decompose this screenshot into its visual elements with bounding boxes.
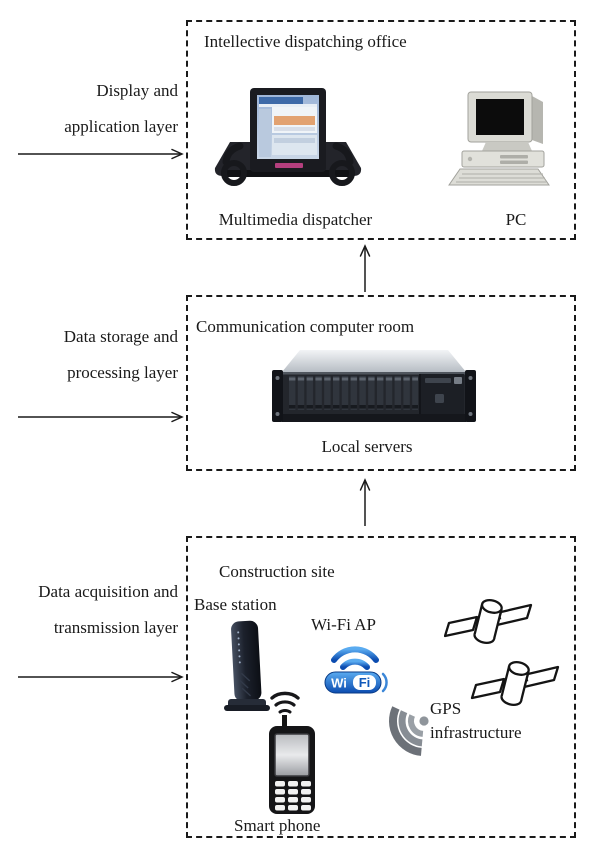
local-servers-icon bbox=[272, 350, 476, 422]
base-station-label: Base station bbox=[194, 595, 277, 614]
gps-satellites-icon bbox=[444, 597, 560, 708]
local-servers-label: Local servers bbox=[321, 437, 413, 456]
storage-layer-side-label: Data storage and processing layer bbox=[0, 319, 178, 391]
gps-label-line1: GPS bbox=[430, 699, 462, 718]
acquisition-layer-side-label-line2: transmission layer bbox=[53, 618, 178, 637]
pc-label: PC bbox=[505, 210, 527, 229]
wifi-logo-icon: Wi Fi bbox=[324, 646, 388, 694]
pc-icon bbox=[448, 91, 550, 186]
construction-site-title: Construction site bbox=[219, 562, 335, 581]
multimedia-dispatcher-icon bbox=[214, 88, 362, 186]
gps-signal-icon bbox=[388, 706, 429, 756]
smart-phone-icon bbox=[269, 691, 315, 814]
gps-label-line2: infrastructure bbox=[430, 723, 522, 742]
room-to-office-arrow-icon bbox=[359, 244, 371, 292]
storage-layer-side-label-line2: processing layer bbox=[67, 363, 178, 382]
acquisition-layer-side-label-line1: Data acquisition and bbox=[38, 582, 178, 601]
computer-room-title: Communication computer room bbox=[196, 317, 415, 336]
dispatching-office-title: Intellective dispatching office bbox=[204, 32, 407, 51]
wifi-ap-label: Wi-Fi AP bbox=[311, 615, 376, 634]
storage-layer-arrow-icon bbox=[18, 411, 184, 423]
display-layer-side-label: Display and application layer bbox=[0, 73, 178, 145]
display-layer-side-label-line1: Display and bbox=[96, 81, 178, 100]
acquisition-layer-arrow-icon bbox=[18, 671, 184, 683]
storage-layer-side-label-line1: Data storage and bbox=[63, 327, 178, 346]
display-layer-side-label-line2: application layer bbox=[64, 117, 178, 136]
wifi-logo-fi-text: Fi bbox=[359, 675, 371, 690]
acquisition-layer-side-label: Data acquisition and transmission layer bbox=[0, 574, 178, 646]
display-layer-arrow-icon bbox=[18, 148, 184, 160]
wifi-logo-wi-text: Wi bbox=[331, 676, 347, 691]
smart-phone-label: Smart phone bbox=[234, 816, 321, 835]
base-station-icon bbox=[224, 620, 270, 711]
multimedia-dispatcher-label: Multimedia dispatcher bbox=[218, 210, 373, 229]
site-to-room-arrow-icon bbox=[359, 478, 371, 526]
